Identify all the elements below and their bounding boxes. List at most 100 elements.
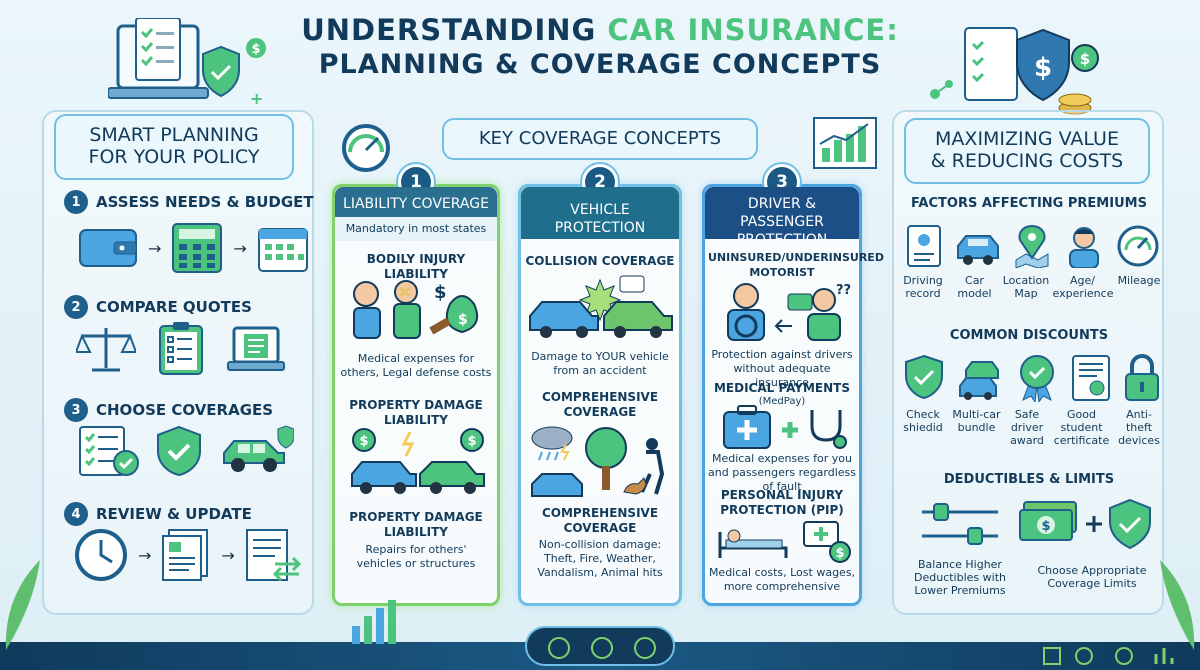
section-heading: UNINSURED/UNDERINSURED MOTORIST bbox=[708, 251, 884, 279]
column-header: VEHICLE PROTECTION bbox=[521, 187, 679, 239]
hospital-bed-money-icon: $ bbox=[716, 518, 856, 566]
certificate-icon bbox=[1071, 354, 1111, 402]
laptop-checklist-icon: $ + bbox=[108, 18, 268, 110]
section-heading: BODILY INJURY LIABILITY bbox=[366, 252, 466, 281]
right-panel-heading: MAXIMIZING VALUE & REDUCING COSTS bbox=[904, 118, 1150, 184]
step-choose: 3 CHOOSE COVERAGES bbox=[64, 398, 273, 422]
arrow-icon: → bbox=[138, 545, 152, 565]
coverage-column-liability bbox=[332, 184, 500, 606]
discount-label: Anti-theft devices bbox=[1118, 408, 1160, 447]
section-description: Non-collision damage: Theft, Fire, Weath… bbox=[537, 538, 663, 579]
step-review-icons: → → bbox=[74, 528, 301, 582]
multi-car-icon bbox=[958, 354, 1004, 402]
column-title: LIABILITY COVERAGE bbox=[343, 196, 489, 212]
factor-label: Location Map bbox=[1002, 274, 1050, 300]
step-number: 1 bbox=[64, 190, 88, 214]
step-label: COMPARE QUOTES bbox=[96, 298, 252, 316]
person-age-icon bbox=[1064, 224, 1104, 268]
deductible-label: Choose Appropriate Coverage Limits bbox=[1037, 564, 1147, 590]
step-label: ASSESS NEEDS & BUDGET bbox=[96, 193, 314, 211]
title-highlight: CAR INSURANCE: bbox=[607, 13, 899, 47]
discounts-labels: Check shiedid Multi-car bundle Safe driv… bbox=[898, 408, 1164, 447]
step-assess-icons: → → bbox=[78, 222, 309, 274]
policy-shield-money-icon: $ $ bbox=[925, 20, 1105, 120]
factor-label: Mileage bbox=[1117, 274, 1161, 287]
section-description: Protection against drivers without adequ… bbox=[711, 348, 853, 389]
scale-icon bbox=[76, 324, 136, 374]
right-heading-line1: MAXIMIZING VALUE bbox=[935, 128, 1119, 150]
bar-graph-icon bbox=[348, 600, 408, 644]
section-heading: COLLISION COVERAGE bbox=[525, 254, 675, 268]
step-compare-icons bbox=[76, 322, 286, 376]
section-description: Medical expenses for you and passengers … bbox=[708, 452, 856, 493]
odometer-icon bbox=[1116, 224, 1160, 268]
uninsured-driver-icon: ?? bbox=[716, 280, 856, 344]
svg-text:$: $ bbox=[251, 42, 260, 57]
section-heading: COMPREHENSIVE COVERAGE bbox=[541, 390, 659, 419]
center-heading: KEY COVERAGE CONCEPTS bbox=[442, 118, 758, 160]
first-aid-stethoscope-icon bbox=[720, 404, 850, 452]
svg-text:$: $ bbox=[835, 546, 844, 561]
svg-text:+: + bbox=[250, 89, 263, 108]
svg-text:??: ?? bbox=[836, 283, 851, 298]
factors-heading: FACTORS AFFECTING PREMIUMS bbox=[911, 196, 1147, 211]
factor-label: Car model bbox=[957, 274, 992, 300]
document-update-icon bbox=[245, 528, 301, 582]
car-model-icon bbox=[956, 224, 1000, 268]
arrow-icon: → bbox=[221, 545, 235, 565]
car-crash-money-icon: $$ bbox=[348, 426, 488, 498]
svg-text:$: $ bbox=[359, 434, 368, 449]
page-title: UNDERSTANDING CAR INSURANCE: PLANNING & … bbox=[0, 12, 1200, 82]
speedometer-icon bbox=[336, 120, 396, 172]
title-subline: PLANNING & COVERAGE CONCEPTS bbox=[318, 49, 882, 80]
right-heading-line2: & REDUCING COSTS bbox=[930, 150, 1124, 172]
padlock-icon bbox=[1124, 354, 1160, 402]
step-number: 2 bbox=[64, 295, 88, 319]
location-map-icon bbox=[1012, 224, 1052, 268]
step-label: REVIEW & UPDATE bbox=[96, 505, 252, 523]
section-description: Medical costs, Lost wages, more comprehe… bbox=[708, 566, 856, 593]
money-plus-shield-icon: $ bbox=[1018, 496, 1154, 552]
footer-controls bbox=[525, 626, 675, 666]
clock-icon bbox=[74, 528, 128, 582]
laptop-quote-icon bbox=[226, 324, 286, 374]
section-heading: PROPERTY DAMAGE LIABILITY bbox=[349, 510, 483, 539]
injured-people-icon: $$ bbox=[346, 274, 486, 344]
chart-growth-icon bbox=[812, 116, 878, 170]
section-heading: COMPREHENSIVE COVERAGE bbox=[541, 506, 659, 535]
step-compare: 2 COMPARE QUOTES bbox=[64, 295, 252, 319]
collision-cars-icon bbox=[526, 272, 676, 338]
title-prefix: UNDERSTANDING bbox=[301, 13, 608, 47]
svg-text:$: $ bbox=[458, 312, 468, 328]
step-number: 3 bbox=[64, 398, 88, 422]
section-heading: MEDICAL PAYMENTS bbox=[713, 381, 850, 395]
step-label: CHOOSE COVERAGES bbox=[96, 401, 274, 419]
section-heading: PERSONAL INJURY PROTECTION (PIP) bbox=[720, 488, 844, 517]
arrow-icon: → bbox=[148, 238, 162, 258]
deductibles-heading: DEDUCTIBLES & LIMITS bbox=[943, 472, 1115, 487]
deductible-label: Balance Higher Deductibles with Lower Pr… bbox=[914, 558, 1006, 597]
discount-label: Safe driver award bbox=[1010, 408, 1044, 447]
section-description: Damage to YOUR vehicle from an accident bbox=[531, 350, 669, 377]
calendar-icon bbox=[257, 223, 309, 273]
left-panel-heading: SMART PLANNING FOR YOUR POLICY bbox=[54, 114, 294, 180]
discounts-heading: COMMON DISCOUNTS bbox=[949, 328, 1109, 343]
arrow-icon: → bbox=[233, 238, 247, 258]
section-description: Medical expenses for others, Legal defen… bbox=[340, 352, 492, 379]
section-subheading: (MedPay) bbox=[758, 396, 806, 407]
step-number: 4 bbox=[64, 502, 88, 526]
column-header: LIABILITY COVERAGE Mandatory in most sta… bbox=[335, 187, 497, 241]
left-heading-line1: SMART PLANNING bbox=[89, 124, 259, 146]
factor-label: Driving record bbox=[903, 274, 943, 300]
svg-text:$: $ bbox=[1034, 53, 1052, 83]
svg-text:$: $ bbox=[467, 434, 476, 449]
weather-theft-animal-icon bbox=[528, 422, 676, 502]
shield-check-icon bbox=[904, 354, 944, 402]
step-review: 4 REVIEW & UPDATE bbox=[64, 502, 252, 526]
discount-label: Good student certificate bbox=[1053, 408, 1110, 447]
section-heading: PROPERTY DAMAGE LIABILITY bbox=[349, 398, 483, 427]
checklist-icon bbox=[78, 425, 140, 477]
driving-record-icon bbox=[904, 224, 944, 268]
column-header: DRIVER & PASSENGER PROTECTION bbox=[705, 187, 859, 248]
discount-label: Multi-car bundle bbox=[952, 408, 1001, 434]
